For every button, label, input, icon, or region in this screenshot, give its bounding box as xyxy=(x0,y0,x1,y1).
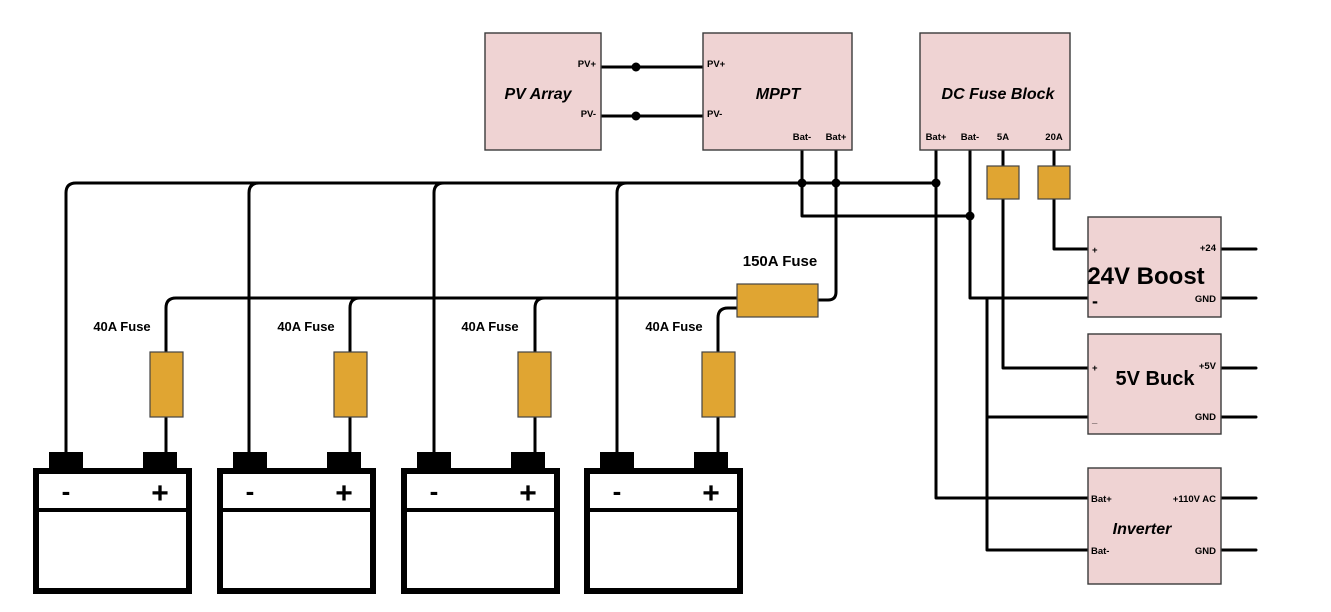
boost-pin-out: +24 xyxy=(1200,243,1217,254)
dc-fuse-block: DC Fuse Block Bat+ Bat- 5A 20A xyxy=(919,32,1071,151)
fuse-5a xyxy=(986,165,1020,200)
main-fuse-label: 150A Fuse xyxy=(743,253,817,270)
fuse-block-pin-5a: 5A xyxy=(997,132,1009,143)
wire-bat2-fuse xyxy=(348,296,362,354)
wire-bat3-fuse xyxy=(533,296,547,354)
battery-fuse-label: 40A Fuse xyxy=(461,319,518,334)
battery-4: - + xyxy=(584,452,743,594)
wires xyxy=(64,65,1258,552)
battery-neg-symbol: - xyxy=(62,476,71,506)
junction-dot xyxy=(631,111,641,121)
inverter-pin-out: +110V AC xyxy=(1173,494,1216,505)
battery-neg-symbol: - xyxy=(430,476,439,506)
battery-fuse-label: 40A Fuse xyxy=(93,319,150,334)
junction-dot xyxy=(931,178,941,188)
inverter-pin-bat-neg: Bat- xyxy=(1091,546,1109,557)
fuse-block-title: DC Fuse Block xyxy=(942,86,1056,103)
fuse-block-pin-20a: 20A xyxy=(1045,132,1063,143)
pv-array: PV Array PV+ PV- xyxy=(484,32,602,151)
battery-neg-symbol: - xyxy=(613,476,622,506)
fuse-20a xyxy=(1037,165,1071,200)
battery-fuse-label: 40A Fuse xyxy=(645,319,702,334)
junction-dots xyxy=(631,62,975,221)
main-fuse: 150A Fuse xyxy=(736,253,819,318)
junction-dot xyxy=(797,178,807,188)
battery-3: - + xyxy=(401,452,560,594)
boost-pin-in-neg: - xyxy=(1092,291,1098,311)
battery-2: - + xyxy=(217,452,376,594)
fuse-block-pin-bat-neg: Bat- xyxy=(961,132,979,143)
wire-fuseblock-bat-pos xyxy=(934,148,1090,500)
mppt-pin-bat-neg: Bat- xyxy=(793,132,811,143)
junction-dot xyxy=(631,62,641,72)
wire-positive-bus xyxy=(164,296,739,354)
boost-pin-in-pos: + xyxy=(1092,245,1098,256)
mppt-pin-pv-neg: PV- xyxy=(707,109,722,120)
pv-array-pin-pos: PV+ xyxy=(578,59,597,70)
battery-pos-symbol: + xyxy=(702,477,720,510)
battery-fuse-4: 40A Fuse xyxy=(645,319,736,418)
wire-bat2-negative xyxy=(247,181,261,457)
inverter-title: Inverter xyxy=(1113,521,1172,538)
wire-bat3-negative xyxy=(432,181,446,457)
wire-mppt-bat-pos xyxy=(816,148,838,302)
junction-dot xyxy=(831,178,841,188)
wire-mppt-bat-neg xyxy=(800,148,972,218)
junction-dot xyxy=(965,211,975,221)
buck-pin-in-neg: _ xyxy=(1091,415,1098,426)
boost-title: 24V Boost xyxy=(1087,263,1204,290)
boost-converter: 24V Boost + - +24 GND xyxy=(1087,216,1222,318)
buck-converter: 5V Buck + _ +5V GND xyxy=(1087,333,1222,435)
mppt-title: MPPT xyxy=(756,86,802,103)
battery-pos-symbol: + xyxy=(335,477,353,510)
boost-pin-gnd: GND xyxy=(1195,294,1216,305)
mppt-controller: MPPT PV+ PV- Bat- Bat+ xyxy=(702,32,853,151)
fuse-block-pin-bat-pos: Bat+ xyxy=(926,132,947,143)
inverter-pin-bat-pos: Bat+ xyxy=(1091,494,1112,505)
pv-array-pin-neg: PV- xyxy=(581,109,596,120)
wire-5a-out xyxy=(1001,148,1090,370)
pv-array-title: PV Array xyxy=(505,86,573,103)
battery-1: - + xyxy=(33,452,192,594)
battery-fuse-2: 40A Fuse xyxy=(277,319,368,418)
wire-ground-distribution xyxy=(985,296,1090,552)
battery-fuse-3: 40A Fuse xyxy=(461,319,552,418)
battery-pos-symbol: + xyxy=(151,477,169,510)
inverter: Inverter Bat+ Bat- +110V AC GND xyxy=(1087,467,1222,585)
mppt-pin-bat-pos: Bat+ xyxy=(826,132,847,143)
buck-pin-out: +5V xyxy=(1199,361,1217,372)
buck-title: 5V Buck xyxy=(1116,368,1196,390)
wire-negative-bus xyxy=(64,181,938,457)
wire-bat4-negative xyxy=(615,181,629,457)
buck-pin-gnd: GND xyxy=(1195,412,1216,423)
mppt-pin-pv-pos: PV+ xyxy=(707,59,726,70)
battery-fuse-label: 40A Fuse xyxy=(277,319,334,334)
battery-pos-symbol: + xyxy=(519,477,537,510)
wire-fuseblock-bat-neg xyxy=(968,148,1090,300)
buck-pin-in-pos: + xyxy=(1092,363,1098,374)
battery-fuse-1: 40A Fuse xyxy=(93,319,184,418)
inverter-pin-gnd: GND xyxy=(1195,546,1216,557)
wire-bat4-fuse xyxy=(716,306,739,354)
battery-neg-symbol: - xyxy=(246,476,255,506)
